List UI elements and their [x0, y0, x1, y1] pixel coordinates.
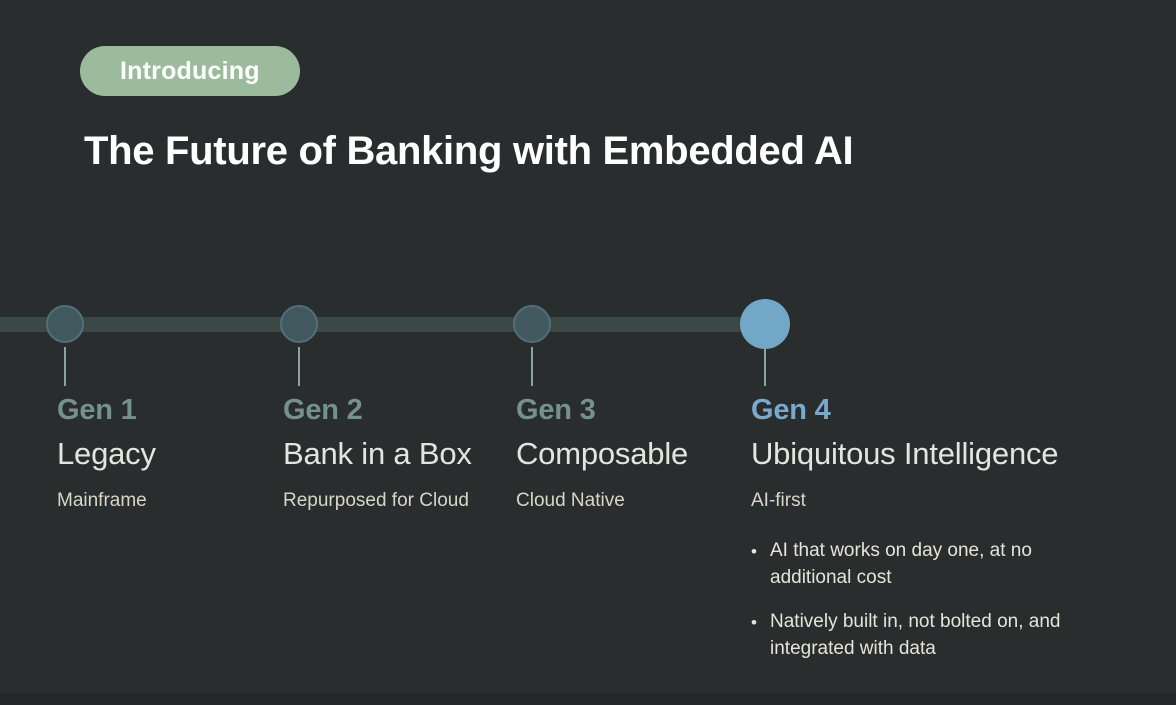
timeline-tick-gen-4 [764, 347, 766, 386]
gen-2-column: Gen 2 Bank in a Box Repurposed for Cloud [283, 394, 508, 512]
gen-1-subtitle: Legacy [57, 436, 156, 471]
gen-4-subtitle: Ubiquitous Intelligence [751, 436, 1059, 471]
timeline-tick-gen-3 [531, 347, 533, 386]
list-item: • AI that works on day one, at no additi… [751, 538, 1081, 592]
gen-3-caption: Cloud Native [516, 490, 625, 511]
bullet-text: Natively built in, not bolted on, and in… [770, 610, 1061, 659]
timeline-node-gen-2 [280, 305, 318, 343]
timeline-node-gen-3 [513, 305, 551, 343]
gen-4-bullet-list: • AI that works on day one, at no additi… [751, 538, 1081, 663]
introducing-badge-label: Introducing [120, 56, 260, 85]
gen-4-caption: AI-first [751, 490, 806, 511]
timeline-tick-gen-2 [298, 347, 300, 386]
gen-1-column: Gen 1 Legacy Mainframe [57, 394, 272, 512]
gen-1-caption: Mainframe [57, 490, 147, 511]
introducing-badge: Introducing [80, 46, 300, 96]
gen-4-heading: Gen 4 [751, 394, 831, 426]
page-title: The Future of Banking with Embedded AI [84, 129, 854, 173]
gen-4-column: Gen 4 Ubiquitous Intelligence AI-first •… [751, 394, 1091, 680]
bullet-text: AI that works on day one, at no addition… [770, 540, 1032, 588]
gen-1-heading: Gen 1 [57, 394, 137, 426]
gen-3-column: Gen 3 Composable Cloud Native [516, 394, 741, 512]
gen-2-caption: Repurposed for Cloud [283, 490, 469, 511]
gen-3-subtitle: Composable [516, 436, 689, 471]
gen-2-subtitle: Bank in a Box [283, 436, 472, 471]
list-item: • Natively built in, not bolted on, and … [751, 609, 1081, 663]
timeline-bar [0, 317, 770, 332]
timeline-node-gen-1 [46, 305, 84, 343]
gen-3-heading: Gen 3 [516, 394, 596, 426]
bullet-dot-icon: • [751, 612, 757, 632]
timeline-node-gen-4 [740, 299, 790, 349]
bullet-dot-icon: • [751, 542, 757, 561]
gen-2-heading: Gen 2 [283, 394, 363, 426]
timeline-tick-gen-1 [64, 347, 66, 386]
footer-strip [0, 694, 1176, 705]
